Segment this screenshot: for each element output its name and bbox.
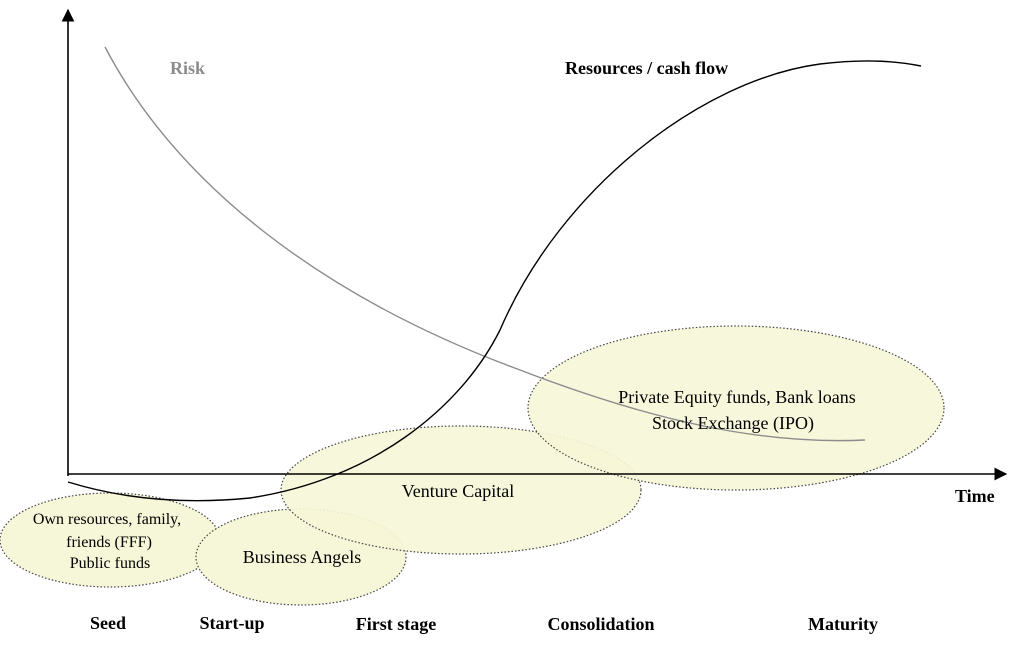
business-angels-label: Business Angels [243, 547, 362, 567]
venture-capital-label: Venture Capital [402, 481, 514, 501]
stage-label-start-up: Start-up [199, 613, 264, 633]
fff-label-line-3: Public funds [70, 555, 150, 572]
stage-label-maturity: Maturity [808, 614, 878, 634]
resources-label: Resources / cash flow [565, 58, 728, 78]
fff-label-line-2: friends (FFF) [66, 534, 152, 551]
stage-label-consolidation: Consolidation [547, 614, 654, 634]
risk-label: Risk [170, 58, 205, 78]
stage-label-seed: Seed [90, 613, 126, 633]
private-equity-label-line-1: Private Equity funds, Bank loans [618, 387, 855, 407]
x-axis-label: Time [955, 486, 995, 506]
private-equity-label-line-2: Stock Exchange (IPO) [652, 413, 814, 434]
fff-label-line-1: Own resources, family, [33, 511, 181, 528]
private-equity-ellipse [527, 325, 945, 491]
stage-label-first-stage: First stage [356, 614, 436, 634]
resources-curve [67, 60, 922, 502]
